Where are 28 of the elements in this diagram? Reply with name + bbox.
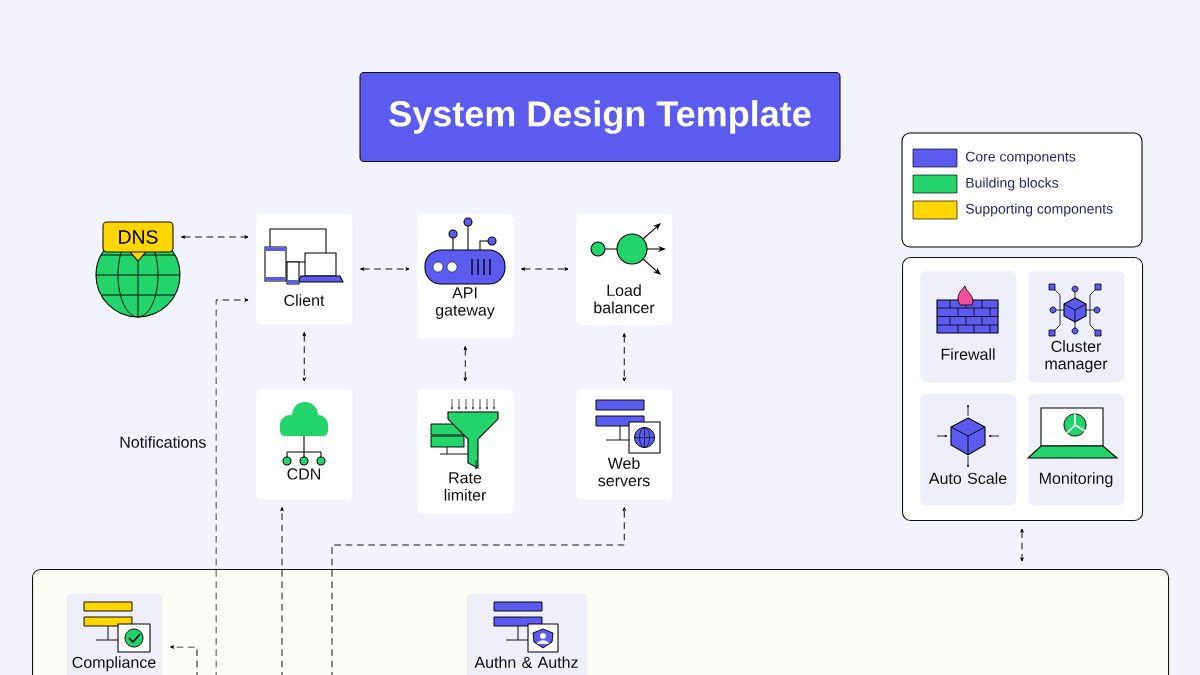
- legend-label: Core components: [966, 151, 1076, 165]
- component-label: Client: [284, 294, 325, 306]
- component-label: Firewall: [941, 348, 995, 360]
- title-banner: System Design Template: [359, 71, 841, 163]
- component-label: Rate limiter: [444, 472, 487, 501]
- component-label: Web servers: [598, 457, 650, 487]
- legend-label: Building blocks: [966, 177, 1059, 191]
- component-label: Cluster manager: [1045, 340, 1108, 373]
- arrow: [360, 267, 410, 271]
- arrow: [622, 332, 626, 382]
- legend-label: Supporting components: [965, 203, 1113, 217]
- arrow: [463, 346, 467, 382]
- component-label: Monitoring: [1040, 472, 1113, 488]
- component-label: Load balancer: [594, 284, 655, 314]
- arrow: [1020, 528, 1024, 562]
- arrow: [170, 645, 198, 675]
- component-label: Compliance: [72, 656, 156, 672]
- dns-tag: DNS: [102, 221, 174, 262]
- component-label: CDN: [287, 468, 320, 480]
- arrow: [302, 332, 306, 382]
- arrow: [331, 507, 626, 675]
- arrow: [280, 507, 284, 675]
- component-label: API gateway: [435, 287, 495, 319]
- arrow: [521, 267, 569, 271]
- arrow: [215, 298, 249, 675]
- component-label: Auto Scale: [928, 472, 1007, 484]
- component-label: Authn & Authz: [474, 656, 578, 668]
- arrow: [181, 235, 249, 239]
